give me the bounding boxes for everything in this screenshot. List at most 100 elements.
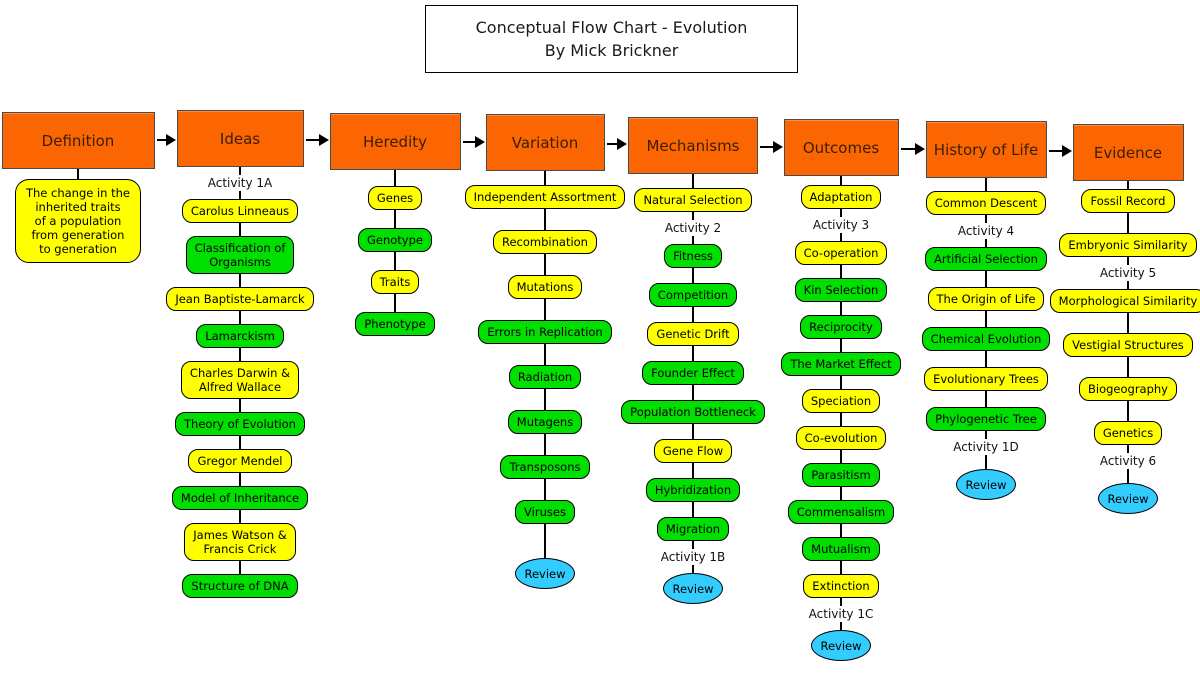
flow-node-green: Competition	[648, 283, 738, 307]
connector-line	[692, 307, 694, 322]
connector-line	[840, 302, 842, 315]
flow-node-yellow: Morphological Similarity	[1049, 289, 1200, 313]
activity-label: Activity 4	[955, 223, 1017, 239]
connector-line	[239, 348, 241, 361]
flow-node-yellow: Recombination	[493, 230, 597, 254]
connector-line	[840, 176, 842, 185]
flow-node-yellow: James Watson & Francis Crick	[184, 523, 296, 561]
activity-label: Activity 5	[1097, 265, 1159, 281]
flow-node-green: Errors in Replication	[478, 320, 612, 344]
connector-line	[692, 541, 694, 549]
flow-node-green: Lamarckism	[196, 324, 284, 348]
connector-line	[692, 236, 694, 244]
flow-node-yellow: Carolus Linneaus	[181, 199, 299, 223]
connector-line	[985, 431, 987, 439]
flow-arrow-shaft	[606, 143, 618, 145]
flow-arrow-shaft	[305, 139, 320, 141]
activity-label: Activity 1A	[205, 175, 275, 191]
flow-node-green: The Market Effect	[781, 352, 901, 376]
flow-arrow-head-icon	[914, 143, 925, 155]
review-node: Review	[1098, 483, 1158, 514]
flow-node-yellow: Charles Darwin & Alfred Wallace	[180, 361, 300, 399]
connector-line	[692, 502, 694, 517]
connector-line	[985, 178, 987, 191]
connector-line	[1127, 257, 1129, 265]
flow-node-green: Viruses	[515, 500, 575, 524]
column-header: Definition	[1, 112, 155, 169]
connector-line	[692, 174, 694, 188]
flow-node-yellow: Speciation	[801, 389, 881, 413]
connector-line	[544, 209, 546, 230]
activity-label: Activity 1B	[658, 549, 728, 565]
flow-arrow-head-icon	[318, 134, 329, 146]
flow-node-green: Model of Inheritance	[171, 486, 309, 510]
flow-node-green: Genotype	[357, 228, 432, 252]
flow-node-green: Mutagens	[507, 410, 583, 434]
flow-node-yellow: Co-evolution	[795, 426, 887, 450]
connector-line	[692, 565, 694, 573]
activity-label: Activity 3	[810, 217, 872, 233]
flow-node-green: Structure of DNA	[182, 574, 298, 598]
connector-line	[1127, 281, 1129, 289]
connector-line	[985, 271, 987, 287]
flow-node-yellow: Extinction	[803, 574, 879, 598]
connector-line	[840, 233, 842, 241]
chart-title-box: Conceptual Flow Chart - Evolution By Mic…	[425, 5, 798, 73]
connector-line	[1127, 181, 1129, 189]
flow-node-yellow: The Origin of Life	[927, 287, 1045, 311]
column-header: Ideas	[176, 110, 304, 167]
connector-line	[840, 622, 842, 630]
connector-line	[1127, 213, 1129, 233]
connector-line	[840, 209, 842, 217]
flow-node-green: Classification of Organisms	[185, 236, 295, 274]
connector-line	[239, 436, 241, 449]
flow-node-green: Theory of Evolution	[175, 412, 305, 436]
flow-node-yellow: The change in the inherited traits of a …	[14, 179, 142, 263]
flow-node-green: Radiation	[508, 365, 582, 389]
connector-line	[544, 171, 546, 185]
connector-line	[985, 391, 987, 407]
flow-arrow-head-icon	[165, 134, 176, 146]
connector-line	[239, 191, 241, 199]
connector-line	[985, 239, 987, 247]
flow-arrow-head-icon	[772, 141, 783, 153]
column-header: Evidence	[1072, 124, 1184, 181]
flow-node-yellow: Traits	[370, 270, 420, 294]
flow-node-green: Chemical Evolution	[921, 327, 1051, 351]
connector-line	[544, 254, 546, 275]
flow-node-yellow: Co-operation	[794, 241, 888, 265]
connector-line	[840, 598, 842, 606]
connector-line	[1127, 401, 1129, 421]
connector-line	[692, 424, 694, 439]
connector-line	[394, 252, 396, 270]
connector-line	[544, 299, 546, 320]
review-node: Review	[811, 630, 871, 661]
activity-label: Activity 6	[1097, 453, 1159, 469]
flow-node-yellow: Fossil Record	[1081, 189, 1175, 213]
flow-node-green: Fitness	[664, 244, 722, 268]
flow-node-yellow: Gregor Mendel	[188, 449, 292, 473]
flow-node-yellow: Genes	[367, 186, 423, 210]
review-node: Review	[663, 573, 723, 604]
flow-node-green: Founder Effect	[642, 361, 744, 385]
connector-line	[985, 455, 987, 469]
connector-line	[840, 450, 842, 463]
flow-node-green: Parasitism	[802, 463, 880, 487]
connector-line	[239, 311, 241, 324]
flow-arrow-head-icon	[474, 136, 485, 148]
flow-arrow-shaft	[156, 139, 167, 141]
flow-node-yellow: Biogeography	[1078, 377, 1177, 401]
connector-line	[239, 223, 241, 236]
flow-node-green: Phylogenetic Tree	[926, 407, 1046, 431]
connector-line	[692, 346, 694, 361]
connector-line	[239, 473, 241, 486]
flow-node-yellow: Mutations	[507, 275, 583, 299]
flow-node-yellow: Common Descent	[925, 191, 1047, 215]
connector-line	[840, 487, 842, 500]
connector-line	[239, 399, 241, 412]
flow-arrow-shaft	[900, 148, 916, 150]
